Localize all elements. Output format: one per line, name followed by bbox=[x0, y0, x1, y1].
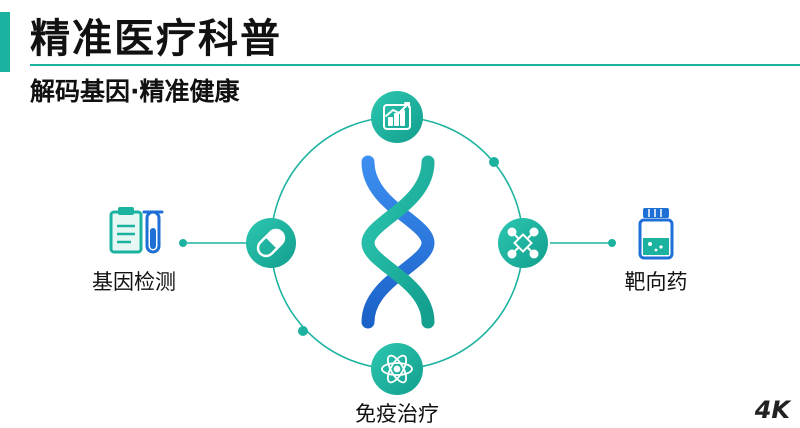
label-targeted-drug: 靶向药 bbox=[624, 270, 688, 294]
connector-right-dot bbox=[608, 239, 616, 247]
orbit-ring bbox=[270, 116, 524, 370]
atom-icon bbox=[381, 354, 413, 384]
resolution-watermark: 4K bbox=[754, 396, 790, 424]
connector-left-dot bbox=[179, 239, 187, 247]
medicine-bottle-icon bbox=[638, 208, 674, 260]
clipboard-test-tube-icon bbox=[109, 207, 164, 254]
dna-helix-icon bbox=[361, 155, 435, 329]
title-underline bbox=[30, 64, 800, 66]
label-immunotherapy: 免疫治疗 bbox=[355, 402, 439, 426]
node-top-chart bbox=[371, 91, 423, 143]
chart-icon bbox=[383, 102, 411, 130]
page-subtitle: 解码基因·精准健康 bbox=[30, 77, 240, 106]
page-title: 精准医疗科普 bbox=[30, 16, 282, 62]
node-inner-left-capsule bbox=[246, 218, 296, 268]
node-inner-right-molecule bbox=[498, 218, 548, 268]
orbit-dot bbox=[298, 326, 308, 336]
precision-medicine-diagram bbox=[109, 91, 674, 395]
molecule-icon bbox=[507, 227, 539, 259]
label-gene-testing: 基因检测 bbox=[92, 270, 176, 294]
orbit-dot bbox=[489, 157, 499, 167]
capsule-icon bbox=[256, 228, 286, 258]
node-bottom-atom bbox=[371, 343, 423, 395]
title-accent-bar bbox=[0, 12, 10, 72]
